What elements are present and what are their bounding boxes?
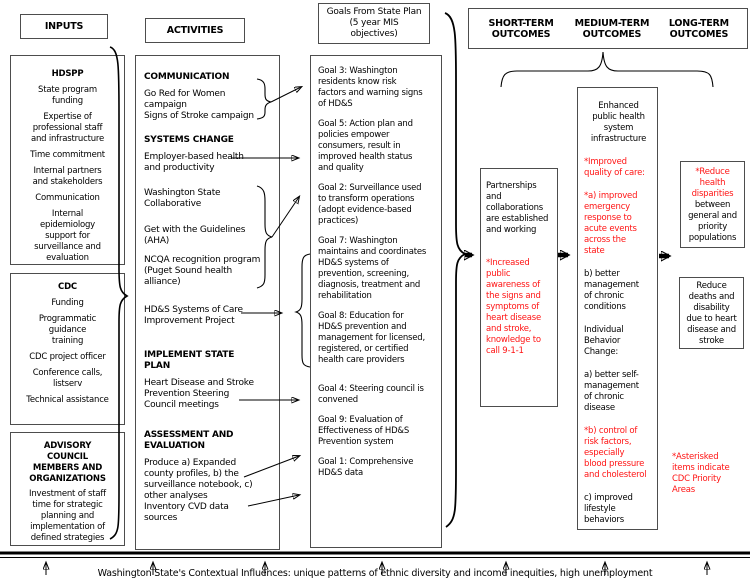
medium-term-box: Enhanced public health system infrastruc… — [577, 87, 658, 530]
cdc-item: Technical assistance — [26, 395, 109, 405]
long-term-header-label: LONG-TERM OUTCOMES — [668, 17, 729, 40]
contextual-influences-caption: Washington State's Contextual Influences… — [97, 568, 653, 579]
inputs-box-hdspp: HDSPP State program funding Expertise of… — [10, 55, 125, 265]
medium-term-item: a) better self- management of chronic di… — [584, 370, 639, 413]
medium-term-item-priority: *a) improved emergency response to acute… — [584, 191, 638, 256]
activity-item: Heart Disease and Stroke Prevention Stee… — [144, 378, 254, 410]
advisory-item: Investment of staff time for strategic p… — [29, 489, 106, 543]
long-term-box-deaths: Reduce deaths and disability due to hear… — [679, 277, 744, 349]
medium-term-header-label: MEDIUM-TERM OUTCOMES — [574, 17, 650, 40]
cdc-item: Conference calls, listserv — [32, 368, 103, 389]
short-term-text-priority: *Increased public awareness of the signs… — [486, 258, 542, 356]
activity-item: Go Red for Women campaign — [144, 89, 226, 110]
goals-box: Goal 3: Washington residents know risk f… — [310, 55, 442, 548]
cdc-item: Programmatic guidance training — [38, 314, 97, 346]
goal-item-8: Goal 8: Education for HD&S prevention an… — [318, 311, 425, 365]
activities-heading: IMPLEMENT STATE PLAN — [144, 350, 235, 371]
goal-item-2: Goal 2: Surveillance used to transform o… — [318, 183, 422, 226]
brace-outcomes-header — [500, 51, 714, 88]
activity-item: Get with the Guidelines (AHA) — [144, 225, 246, 246]
activity-item: Inventory CVD data sources — [144, 502, 229, 523]
outcomes-header: SHORT-TERM OUTCOMES MEDIUM-TERM OUTCOMES… — [468, 8, 748, 49]
medium-term-item: c) improved lifestyle behaviors — [584, 493, 633, 525]
inputs-header-label: INPUTS — [44, 21, 84, 32]
inputs-box-cdc: CDC Funding Programmatic guidance traini… — [10, 273, 125, 425]
activities-header: ACTIVITIES — [145, 18, 245, 43]
activity-item: HD&S Systems of Care Improvement Project — [144, 305, 243, 326]
cdc-item: Funding — [51, 298, 84, 308]
inputs-header: INPUTS — [20, 14, 108, 39]
medium-term-item: Individual Behavior Change: — [584, 325, 624, 357]
medium-term-item-priority: *b) control of risk factors, especially … — [584, 426, 647, 480]
goal-item-7: Goal 7: Washington maintains and coordin… — [318, 236, 427, 301]
hdspp-item: Expertise of professional staff and infr… — [30, 112, 105, 144]
activities-heading: COMMUNICATION — [144, 72, 230, 82]
brace-goals-7-8 — [294, 253, 311, 368]
hdspp-item: Internal epidemiology support for survei… — [34, 209, 101, 263]
long-term-text-priority: *Reduce health disparities — [691, 167, 734, 199]
goals-header-label: Goals From State Plan (5 year MIS object… — [326, 7, 422, 39]
hdspp-item: State program funding — [38, 85, 97, 106]
activities-heading: SYSTEMS CHANGE — [144, 135, 234, 145]
brace-goals-to-outcomes — [444, 12, 468, 528]
long-term-text: between general and priority populations — [688, 200, 737, 243]
activity-item: Signs of Stroke campaign — [144, 111, 254, 121]
short-term-box: Partnerships and collaborations are esta… — [480, 168, 558, 407]
inputs-box-advisory: ADVISORY COUNCIL MEMBERS AND ORGANIZATIO… — [10, 432, 125, 546]
goals-header: Goals From State Plan (5 year MIS object… — [318, 3, 430, 44]
goal-item-3: Goal 3: Washington residents know risk f… — [318, 66, 423, 109]
activities-header-label: ACTIVITIES — [166, 25, 224, 36]
hdspp-title: HDSPP — [51, 69, 84, 79]
long-term-text: Reduce deaths and disability due to hear… — [686, 281, 737, 346]
cdc-title: CDC — [58, 282, 77, 292]
activity-item: Produce a) Expanded county profiles, b) … — [144, 458, 253, 501]
hdspp-item: Time commitment — [30, 150, 105, 160]
activity-item: Employer-based health and productivity — [144, 152, 244, 173]
activities-box: COMMUNICATION Go Red for Women campaign … — [135, 55, 280, 550]
goal-item-9: Goal 9: Evaluation of Effectiveness of H… — [318, 415, 410, 447]
short-term-header-label: SHORT-TERM OUTCOMES — [488, 17, 554, 40]
long-term-box-disparities: *Reduce health disparities between gener… — [680, 161, 745, 248]
medium-term-item-priority: *Improved quality of care: — [584, 157, 645, 178]
cdc-item: CDC project officer — [29, 352, 106, 362]
hdspp-item: Internal partners and stakeholders — [32, 166, 103, 187]
short-term-text: Partnerships and collaborations are esta… — [486, 181, 549, 235]
goal-item-1: Goal 1: Comprehensive HD&S data — [318, 457, 414, 478]
advisory-title: ADVISORY COUNCIL MEMBERS AND ORGANIZATIO… — [29, 441, 106, 484]
activity-item: Washington State Collaborative — [144, 188, 221, 209]
activities-heading: ASSESSMENT AND EVALUATION — [144, 430, 234, 451]
goal-item-5: Goal 5: Action plan and policies empower… — [318, 119, 413, 173]
hdspp-item: Communication — [35, 193, 100, 203]
activity-item: NCQA recognition program (Puget Sound he… — [144, 255, 261, 287]
medium-term-item: Enhanced public health system infrastruc… — [590, 101, 647, 144]
asterisk-footnote: *Asterisked items indicate CDC Priority … — [672, 452, 730, 495]
medium-term-item: b) better management of chronic conditio… — [584, 269, 639, 312]
goal-item-4: Goal 4: Steering council is convened — [318, 384, 424, 405]
